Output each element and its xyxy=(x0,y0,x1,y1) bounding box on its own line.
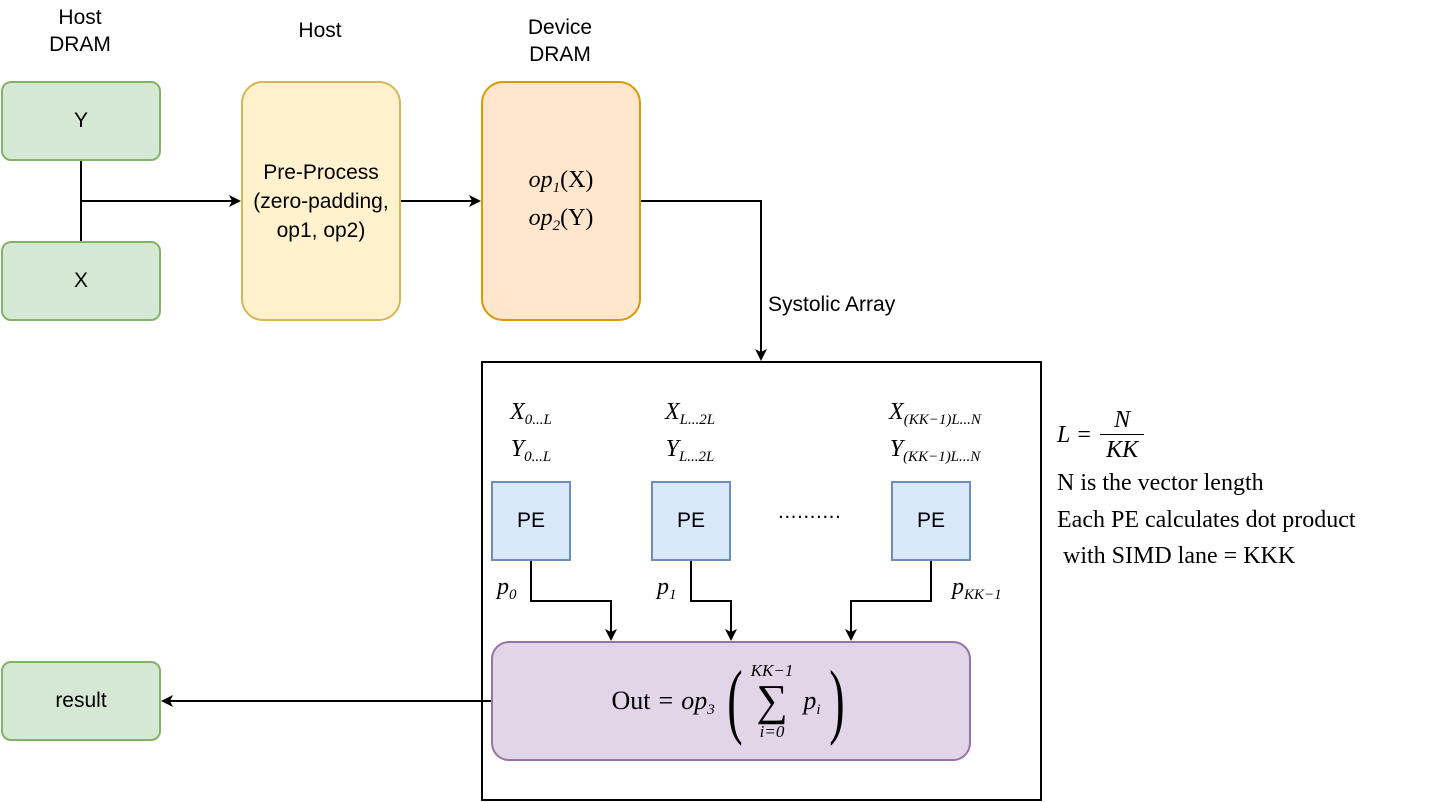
preprocess-label: Pre-Process (zero-padding, op1, op2) xyxy=(253,160,389,242)
result-label: result xyxy=(55,689,107,712)
pkk-label: pKK−1 xyxy=(952,574,1002,603)
note-simd-lane: with SIMD lane = KKK xyxy=(1057,543,1296,569)
y-box: Y xyxy=(1,81,161,161)
pe-box-0: PE xyxy=(491,481,571,561)
p0-label: p0 xyxy=(497,574,517,603)
output-box: Out = op3 ( KK−1 ∑ i=0 pi ) xyxy=(491,641,971,761)
result-box: result xyxy=(1,661,161,741)
pe-ellipsis: .......... xyxy=(778,500,842,523)
pe-box-1: PE xyxy=(651,481,731,561)
p1-arrow xyxy=(690,561,737,641)
device-dram-header: Device DRAM xyxy=(527,16,593,66)
note-vector-length: N is the vector length xyxy=(1057,470,1264,496)
host-header: Host xyxy=(298,19,342,42)
device-to-systolic-arrow xyxy=(641,200,767,361)
pe-box-2: PE xyxy=(891,481,971,561)
p0-arrow xyxy=(530,561,617,641)
pe2-inputs: X(KK−1)L...N Y(KK−1)L...N xyxy=(889,399,981,465)
note-dot-product: Each PE calculates dot product xyxy=(1057,507,1356,533)
systolic-array-box xyxy=(481,361,1042,801)
preprocess-box: Pre-Process (zero-padding, op1, op2) xyxy=(241,81,401,321)
p1-label: p1 xyxy=(657,574,677,603)
l-equation: L = N KK xyxy=(1057,402,1145,468)
pe1-inputs: XL...2L YL...2L xyxy=(664,399,716,465)
x-label: X xyxy=(73,269,88,292)
host-dram-header: Host DRAM xyxy=(49,6,111,56)
output-formula: Out = op3 ( KK−1 ∑ i=0 pi ) xyxy=(611,654,845,747)
pe-label: PE xyxy=(676,509,705,532)
pkk-arrow xyxy=(845,561,932,641)
pe0-inputs: X0...L Y0...L xyxy=(510,399,552,465)
systolic-array-label: Systolic Array xyxy=(768,293,896,316)
op1-expression: op1(X) xyxy=(528,167,594,196)
device-dram-box: op1(X) op2(Y) xyxy=(481,81,641,321)
x-box: X xyxy=(1,241,161,321)
y-label: Y xyxy=(73,109,88,132)
pe-label: PE xyxy=(916,509,945,532)
pe-label: PE xyxy=(516,509,545,532)
op2-expression: op2(Y) xyxy=(528,205,594,234)
